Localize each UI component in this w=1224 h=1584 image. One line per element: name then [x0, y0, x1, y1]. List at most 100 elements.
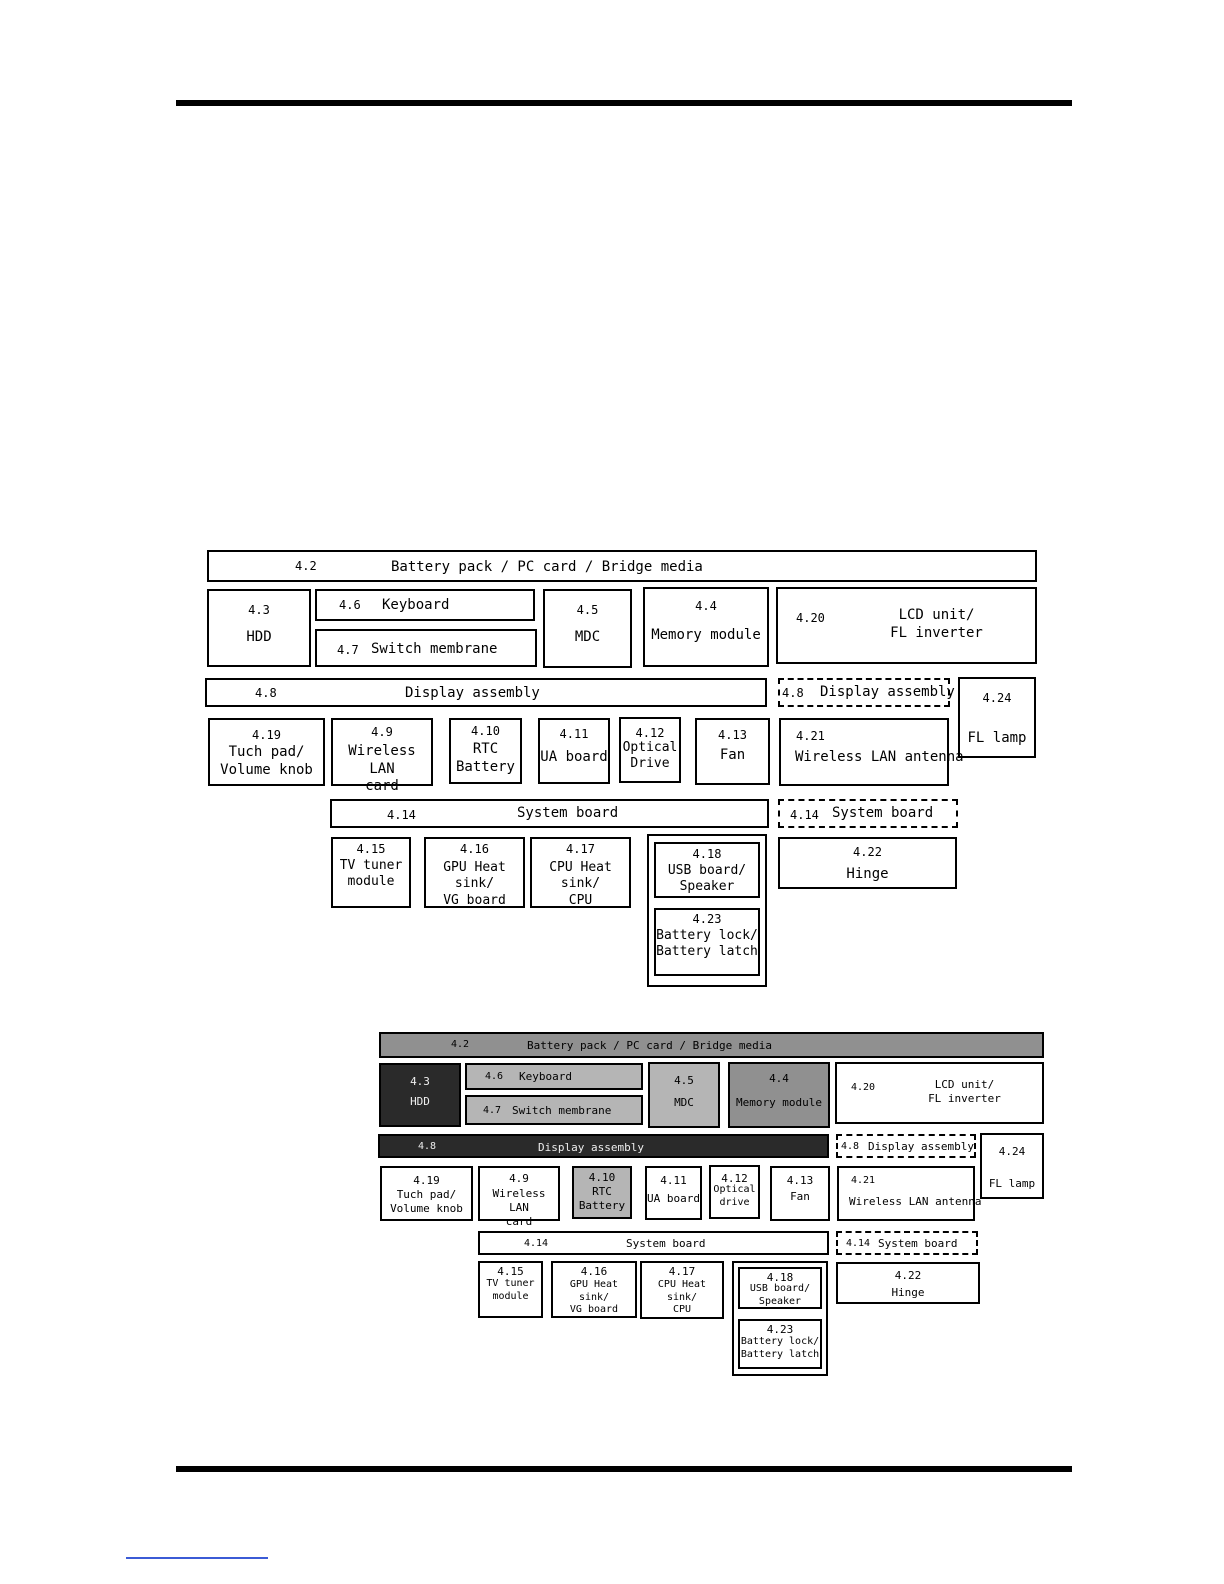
step-label: Fan: [790, 1190, 810, 1203]
step-label: Display assembly: [820, 684, 955, 700]
step-label: Optical drive: [713, 1184, 756, 1208]
box-cpu-heat-sink: 4.17 CPU Heat sink/ CPU: [640, 1261, 724, 1319]
box-wireless-lan-antenna: 4.21 Wireless LAN antenna: [837, 1166, 981, 1221]
step-number: 4.21: [851, 1175, 876, 1186]
step-number: 4.13: [786, 1174, 814, 1187]
box-system-board-dashed: 4.14 System board: [836, 1231, 978, 1255]
box-hinge: 4.22 Hinge: [836, 1262, 980, 1304]
step-label: Battery pack / PC card / Bridge media: [391, 559, 703, 575]
box-wireless-lan-card: 4.9 Wireless LAN card: [331, 718, 433, 794]
step-number: 4.22: [853, 845, 882, 859]
step-label: Memory module: [735, 1096, 823, 1109]
step-label: Wireless LAN card: [492, 1187, 546, 1228]
box-display-assembly: 4.8 Display assembly: [378, 1134, 829, 1158]
step-label: CPU Heat sink/ CPU: [549, 860, 612, 908]
step-label: Wireless LAN card: [348, 743, 416, 794]
box-usb-battery-group: 4.18 USB board/ Speaker 4.23 Battery loc…: [732, 1261, 828, 1376]
step-label: RTC Battery: [455, 741, 515, 775]
step-number: 4.17: [566, 842, 595, 856]
step-label: Memory module: [651, 627, 761, 643]
step-label: System board: [517, 805, 619, 821]
step-number: 4.5: [576, 603, 599, 617]
step-number: 4.7: [337, 643, 359, 657]
step-number: 4.24: [982, 691, 1012, 705]
step-number: 4.14: [790, 808, 819, 822]
box-tv-tuner: 4.15 TV tuner module: [478, 1261, 543, 1318]
box-usb-board: 4.18 USB board/ Speaker: [654, 842, 760, 898]
box-fl-lamp: 4.24 FL lamp: [980, 1133, 1044, 1199]
step-label: Display assembly: [868, 1140, 974, 1153]
step-label: HDD: [246, 629, 272, 645]
step-number: 4.3: [410, 1075, 430, 1088]
step-label: TV tuner module: [486, 1278, 535, 1302]
box-system-board: 4.14 System board: [478, 1231, 829, 1255]
step-label: Hinge: [891, 1286, 925, 1299]
box-battery-lock: 4.23 Battery lock/ Battery latch: [654, 908, 760, 976]
step-label: Tuch pad/ Volume knob: [220, 744, 313, 778]
step-label: HDD: [410, 1095, 430, 1108]
step-number: 4.14: [846, 1238, 871, 1249]
step-label: RTC Battery: [578, 1185, 626, 1212]
step-number: 4.19: [252, 728, 281, 742]
step-label: LCD unit/ FL inverter: [890, 607, 983, 641]
box-keyboard: 4.6 Keyboard: [465, 1063, 643, 1090]
box-optical-drive: 4.12 Optical Drive: [619, 717, 681, 783]
step-label: GPU Heat sink/ VG board: [569, 1279, 619, 1315]
box-optical-drive: 4.12 Optical drive: [709, 1165, 760, 1219]
step-number: 4.8: [255, 686, 277, 700]
step-number: 4.20: [851, 1082, 876, 1093]
footer-link-underline[interactable]: [126, 1557, 268, 1559]
step-number: 4.14: [524, 1238, 549, 1249]
box-gpu-heat-sink: 4.16 GPU Heat sink/ VG board: [551, 1261, 637, 1318]
top-rule: [176, 100, 1072, 106]
box-lcd-unit: 4.20 LCD unit/ FL inverter: [835, 1062, 1044, 1124]
step-number: 4.9: [509, 1172, 529, 1185]
box-wireless-lan-card: 4.9 Wireless LAN card: [478, 1166, 560, 1228]
step-label: Battery lock/ Battery latch: [740, 1336, 820, 1360]
box-gpu-heat-sink: 4.16 GPU Heat sink/ VG board: [424, 837, 525, 908]
step-label: GPU Heat sink/ VG board: [443, 860, 506, 908]
step-label: Display assembly: [405, 685, 540, 701]
step-number: 4.11: [660, 1174, 687, 1187]
bottom-rule: [176, 1466, 1072, 1472]
step-number: 4.4: [769, 1072, 789, 1085]
step-label: FL lamp: [967, 730, 1027, 746]
step-number: 4.8: [841, 1141, 860, 1152]
step-number: 4.4: [695, 599, 717, 613]
box-display-assembly: 4.8 Display assembly: [205, 678, 767, 707]
step-label: TV tuner module: [339, 858, 403, 890]
step-number: 4.23: [692, 912, 722, 926]
step-label: System board: [626, 1237, 706, 1250]
step-number: 4.9: [371, 725, 393, 739]
step-number: 4.11: [559, 727, 589, 741]
step-number: 4.7: [483, 1105, 502, 1116]
box-mdc: 4.5 MDC: [648, 1062, 720, 1128]
step-number: 4.16: [460, 842, 489, 856]
step-number: 4.12: [721, 1172, 748, 1185]
box-battery-pack: 4.2 Battery pack / PC card / Bridge medi…: [207, 550, 1037, 582]
step-number: 4.5: [674, 1074, 694, 1087]
box-fan: 4.13 Fan: [770, 1166, 830, 1221]
box-battery-pack: 4.2 Battery pack / PC card / Bridge medi…: [379, 1032, 1044, 1058]
step-number: 4.13: [718, 728, 747, 742]
step-number: 4.3: [248, 603, 270, 617]
box-display-assembly-dashed: 4.8 Display assembly: [836, 1134, 976, 1158]
step-label: Battery lock/ Battery latch: [656, 928, 758, 960]
step-number: 4.18: [692, 847, 722, 861]
box-display-assembly-dashed: 4.8 Display assembly: [778, 678, 955, 707]
box-hdd: 4.3 HDD: [379, 1063, 461, 1127]
box-hinge: 4.22 Hinge: [778, 837, 957, 889]
step-number: 4.14: [387, 808, 416, 822]
step-label: FL lamp: [988, 1177, 1036, 1190]
step-number: 4.22: [894, 1269, 922, 1282]
step-label: Wireless LAN antenna: [795, 749, 964, 765]
step-label: System board: [878, 1237, 958, 1250]
box-wireless-lan-antenna: 4.21 Wireless LAN antenna: [779, 718, 964, 786]
step-number: 4.24: [998, 1145, 1026, 1158]
step-label: Switch membrane: [512, 1104, 612, 1117]
step-number: 4.23: [766, 1323, 794, 1336]
step-number: 4.2: [451, 1039, 470, 1050]
box-touch-pad: 4.19 Tuch pad/ Volume knob: [208, 718, 325, 786]
step-label: CPU Heat sink/ CPU: [657, 1279, 707, 1315]
step-label: Battery pack / PC card / Bridge media: [527, 1039, 773, 1052]
